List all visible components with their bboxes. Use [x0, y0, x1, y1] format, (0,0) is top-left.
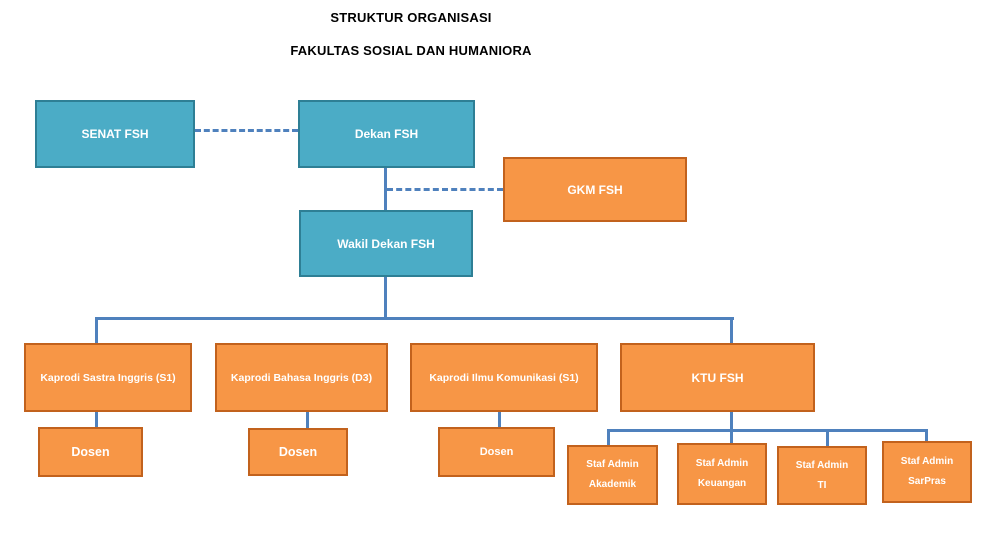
org-node-staf-ti: Staf Admin TI — [777, 446, 867, 505]
org-node-wakil-dekan: Wakil Dekan FSH — [299, 210, 473, 277]
org-node-ktu-label: KTU FSH — [691, 370, 744, 385]
org-node-staf-sarpras: Staf Admin SarPras — [882, 441, 972, 503]
org-node-staf-keuangan-line2: Keuangan — [697, 478, 747, 489]
org-node-dekan: Dekan FSH — [298, 100, 475, 168]
org-node-senat: SENAT FSH — [35, 100, 195, 168]
org-node-staf-keuangan-line1: Staf Admin — [695, 458, 749, 469]
org-node-dosen-sastra-label: Dosen — [71, 445, 110, 459]
org-node-staf-akademik: Staf Admin Akademik — [567, 445, 658, 505]
org-node-staf-ti-line2: TI — [817, 479, 827, 491]
connector-staff-ti — [826, 429, 829, 447]
org-node-kaprodi-sastra: Kaprodi Sastra Inggris (S1) — [24, 343, 192, 412]
connector-branch-ktu — [730, 317, 733, 344]
org-node-senat-label: SENAT FSH — [81, 127, 149, 141]
connector-wakil-branch — [384, 277, 387, 318]
connector-kaprodi-sastra-dosen — [95, 412, 98, 428]
org-node-dosen-ilkom: Dosen — [438, 427, 555, 477]
org-node-dosen-sastra: Dosen — [38, 427, 143, 477]
org-node-dekan-label: Dekan FSH — [354, 127, 419, 141]
connector-kaprodi-bahasa-dosen — [306, 410, 309, 428]
org-node-dosen-bahasa-label: Dosen — [278, 445, 318, 459]
org-node-kaprodi-ilkom: Kaprodi Ilmu Komunikasi (S1) — [410, 343, 598, 412]
connector-staff-horizontal — [607, 429, 928, 432]
org-node-ktu: KTU FSH — [620, 343, 815, 412]
org-node-kaprodi-bahasa-label: Kaprodi Bahasa Inggris (D3) — [230, 371, 373, 384]
org-node-kaprodi-bahasa: Kaprodi Bahasa Inggris (D3) — [215, 343, 388, 412]
org-node-kaprodi-ilkom-label: Kaprodi Ilmu Komunikasi (S1) — [429, 371, 579, 384]
chart-title: STRUKTUR ORGANISASI FAKULTAS SOSIAL DAN … — [0, 10, 822, 58]
connector-ktu-staff-branch — [730, 412, 733, 430]
org-node-dosen-ilkom-label: Dosen — [479, 446, 514, 458]
connector-staff-akademik — [607, 429, 610, 446]
org-node-wakil-dekan-label: Wakil Dekan FSH — [337, 236, 435, 251]
org-node-staf-sarpras-line1: Staf Admin — [900, 456, 954, 467]
connector-kaprodi-ilkom-dosen — [498, 412, 501, 428]
org-node-staf-ti-line1: Staf Admin — [795, 459, 849, 471]
org-node-dosen-bahasa: Dosen — [248, 428, 348, 476]
chart-title-line1: STRUKTUR ORGANISASI — [330, 10, 492, 25]
org-node-gkm: GKM FSH — [503, 157, 687, 222]
connector-dekan-gkm-dashed — [387, 188, 503, 191]
chart-title-line2: FAKULTAS SOSIAL DAN HUMANIORA — [290, 43, 532, 58]
org-node-kaprodi-sastra-label: Kaprodi Sastra Inggris (S1) — [40, 371, 176, 384]
org-node-gkm-label: GKM FSH — [567, 182, 623, 197]
org-node-staf-akademik-line2: Akademik — [588, 479, 637, 490]
org-node-staf-akademik-line1: Staf Admin — [586, 459, 639, 470]
connector-staff-keuangan — [730, 429, 733, 444]
org-node-staf-sarpras-line2: SarPras — [908, 476, 946, 487]
connector-senat-dekan-dashed — [195, 129, 298, 132]
connector-branch-horizontal — [95, 317, 734, 320]
connector-branch-kaprodi-sastra — [95, 317, 98, 344]
connector-staff-sarpras — [925, 429, 928, 442]
connector-dekan-wakil — [384, 168, 387, 210]
org-node-staf-keuangan: Staf Admin Keuangan — [677, 443, 767, 505]
